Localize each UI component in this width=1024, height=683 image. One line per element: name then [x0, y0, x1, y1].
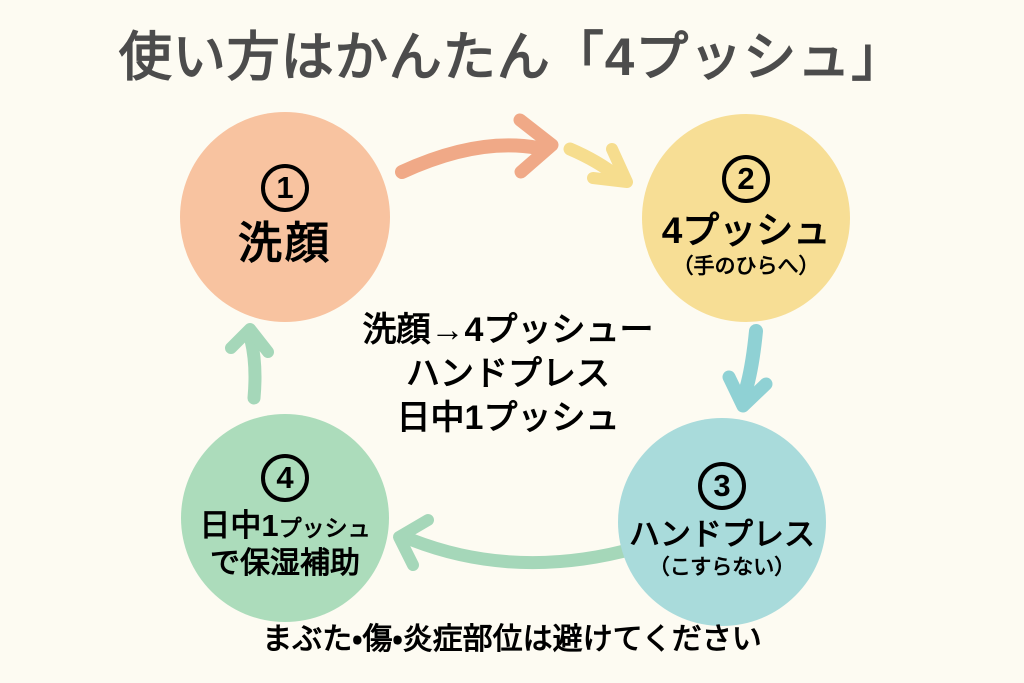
- footer-note: まぶた・傷・炎症部位は避けてください: [262, 623, 762, 656]
- step1-circle: 1 洗顔: [180, 112, 390, 322]
- arrow-step4-to-step1-icon: [225, 323, 274, 405]
- page-title: 使い方はかんたん「4プッシュ」: [118, 28, 906, 87]
- step2-subtitle: （手のひらへ）: [672, 255, 820, 278]
- step4-number-badge: 4: [261, 454, 309, 502]
- step1-title: 洗顔: [238, 219, 332, 268]
- step4-title: 日中1プッシュ: [199, 508, 370, 546]
- arrow-into-step2-icon: [563, 142, 633, 188]
- step3-title: ハンドプレス: [629, 517, 815, 552]
- step4-circle: 4 日中1プッシュ で保湿補助: [181, 414, 389, 622]
- step2-number-badge: 2: [722, 155, 770, 203]
- center-note-line1: 洗顔→4プッシュー: [362, 311, 654, 349]
- step3-subtitle: （こすらない）: [648, 556, 796, 579]
- step4-title-main: 日中1: [199, 508, 279, 543]
- arrow-step1-to-step2-icon: [395, 113, 559, 179]
- step2-title: 4プッシュ: [661, 210, 831, 251]
- center-note-line2: ハンドプレス: [406, 355, 610, 393]
- step3-number-badge: 3: [698, 462, 746, 510]
- arrow-step2-to-step3-icon: [722, 324, 773, 413]
- step2-circle: 2 4プッシュ （手のひらへ）: [642, 114, 850, 322]
- center-note-line3: 日中1プッシュ: [396, 399, 620, 437]
- step1-number-badge: 1: [261, 164, 309, 212]
- step3-circle: 3 ハンドプレス （こすらない）: [618, 418, 826, 626]
- center-note: 洗顔→4プッシュー ハンドプレス 日中1プッシュ: [312, 308, 704, 440]
- arrow-step3-to-step4-icon: [393, 514, 650, 571]
- step4-subtitle: で保湿補助: [210, 547, 360, 580]
- step4-title-small: プッシュ: [278, 515, 371, 541]
